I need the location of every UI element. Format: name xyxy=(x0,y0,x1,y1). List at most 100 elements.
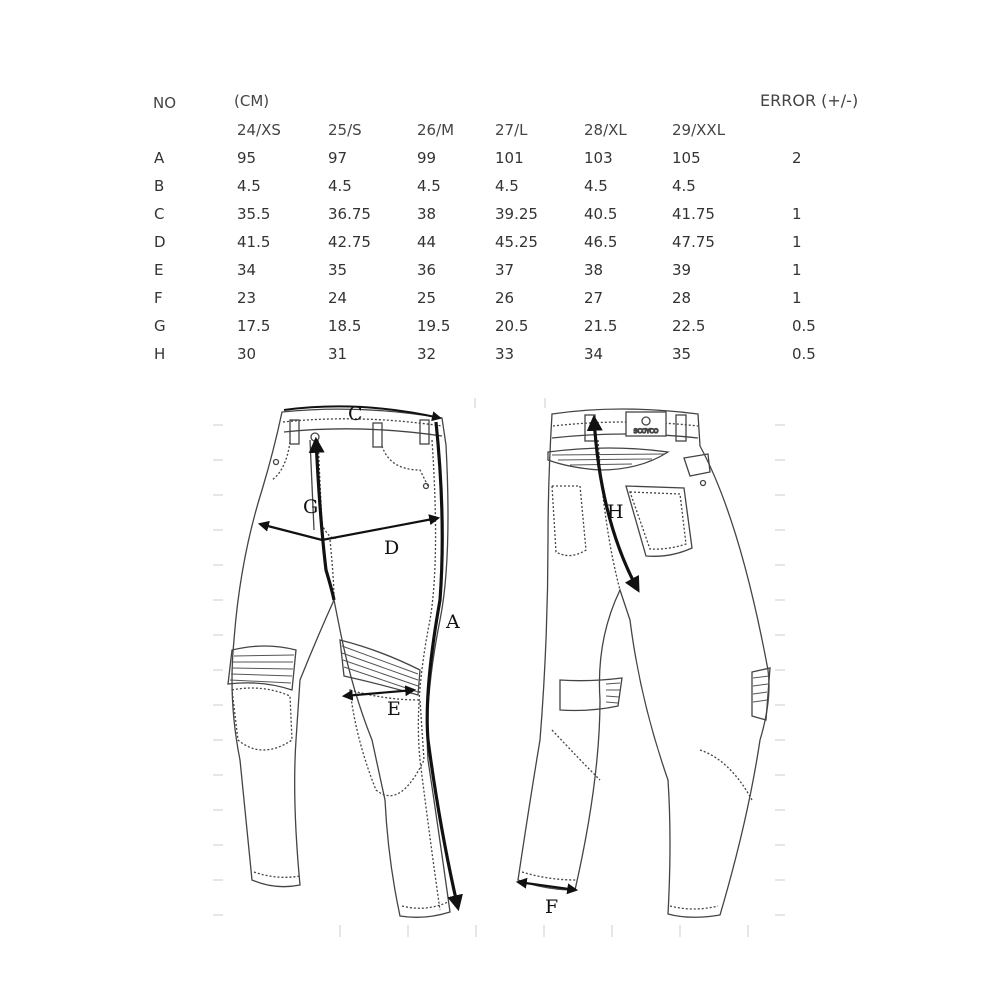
error-cell: 1 xyxy=(792,289,802,307)
table-cell: 28 xyxy=(672,289,692,307)
table-cell: 26 xyxy=(495,289,515,307)
table-cell: 19.5 xyxy=(417,317,451,335)
error-cell: 0.5 xyxy=(792,345,816,363)
table-cell: 32 xyxy=(417,345,437,363)
brand-logo-icon xyxy=(641,416,651,426)
row-label: B xyxy=(154,177,165,195)
table-cell: 25 xyxy=(417,289,437,307)
arrow-f-hem xyxy=(515,877,579,895)
arrow-h-back-rise xyxy=(586,414,640,593)
table-cell: 36 xyxy=(417,261,437,279)
front-button xyxy=(310,432,320,442)
front-belt-loop-2 xyxy=(372,422,383,448)
error-cell: 0.5 xyxy=(792,317,816,335)
label-g: G xyxy=(303,496,318,518)
table-cell: 41.75 xyxy=(672,205,715,223)
table-cell: 35 xyxy=(672,345,692,363)
row-label: G xyxy=(154,317,166,335)
header-unit: (CM) xyxy=(234,92,270,110)
row-label: D xyxy=(154,233,166,251)
row-label: A xyxy=(154,149,165,167)
logo-text: SCOYCO xyxy=(634,428,659,435)
table-cell: 24 xyxy=(328,289,348,307)
table-cell: 44 xyxy=(417,233,437,251)
knee-stretch-right xyxy=(339,639,421,696)
table-cell: 99 xyxy=(417,149,437,167)
table-cell: 39 xyxy=(672,261,692,279)
table-cell: 35 xyxy=(328,261,348,279)
table-cell: 34 xyxy=(237,261,257,279)
size-header: 29/XXL xyxy=(672,121,726,139)
table-cell: 4.5 xyxy=(495,177,519,195)
label-h: H xyxy=(607,501,624,523)
table-cell: 34 xyxy=(584,345,604,363)
table-cell: 4.5 xyxy=(328,177,352,195)
table-cell: 45.25 xyxy=(495,233,538,251)
front-belt-loop-1 xyxy=(289,419,300,445)
table-cell: 103 xyxy=(584,149,613,167)
table-cell: 42.75 xyxy=(328,233,371,251)
error-cell: 1 xyxy=(792,261,802,279)
table-cell: 22.5 xyxy=(672,317,706,335)
ruler-ticks xyxy=(213,398,785,937)
table-cell: 31 xyxy=(328,345,348,363)
label-d: D xyxy=(384,537,399,559)
table-cell: 46.5 xyxy=(584,233,618,251)
pants-measurement-diagram: SCOYCO C xyxy=(213,398,785,937)
size-header: 27/L xyxy=(495,121,528,139)
arrow-a-outseam xyxy=(425,421,463,912)
size-header: 25/S xyxy=(328,121,362,139)
row-label: F xyxy=(154,289,163,307)
back-calf-panel-right xyxy=(699,749,753,801)
back-calf-panel-left xyxy=(551,729,601,781)
table-cell: 41.5 xyxy=(237,233,271,251)
error-cell: 2 xyxy=(792,149,802,167)
table-cell: 30 xyxy=(237,345,257,363)
back-hem-left xyxy=(521,871,577,881)
front-belt-loop-3 xyxy=(419,419,430,445)
back-pocket-right xyxy=(625,485,693,557)
arrow-d-hip xyxy=(257,514,441,542)
table-cell: 105 xyxy=(672,149,701,167)
knee-stretch-left xyxy=(227,645,297,691)
error-cell: 1 xyxy=(792,233,802,251)
table-cell: 4.5 xyxy=(417,177,441,195)
size-header: 26/M xyxy=(417,121,455,139)
back-outline xyxy=(517,408,770,918)
row-label: H xyxy=(154,345,166,363)
label-e: E xyxy=(387,698,401,720)
front-pocket-right xyxy=(381,445,429,487)
table-cell: 40.5 xyxy=(584,205,618,223)
table-cell: 97 xyxy=(328,149,348,167)
header-error: ERROR (+/-) xyxy=(760,91,859,110)
label-a: A xyxy=(445,611,460,633)
arrow-g-front-rise xyxy=(308,436,336,601)
table-cell: 18.5 xyxy=(328,317,362,335)
size-header: 24/XS xyxy=(237,121,281,139)
row-label: E xyxy=(154,261,164,279)
knee-pad-left xyxy=(231,687,293,751)
back-pocket-left xyxy=(551,485,587,557)
pants-front-view xyxy=(227,408,451,918)
label-f: F xyxy=(545,896,558,918)
row-label: C xyxy=(154,205,165,223)
table-cell: 20.5 xyxy=(495,317,529,335)
back-flap xyxy=(683,453,711,477)
table-cell: 39.25 xyxy=(495,205,538,223)
table-cell: 4.5 xyxy=(237,177,261,195)
table-cell: 33 xyxy=(495,345,515,363)
table-cell: 101 xyxy=(495,149,524,167)
waistband xyxy=(283,428,443,437)
table-cell: 4.5 xyxy=(584,177,608,195)
front-outline xyxy=(231,408,451,918)
size-header: 28/XL xyxy=(584,121,627,139)
back-belt-loop-2 xyxy=(675,414,687,442)
arrow-e-knee xyxy=(341,685,417,701)
table-cell: 37 xyxy=(495,261,515,279)
back-knee-stretch-right xyxy=(751,667,771,721)
header-no: NO xyxy=(153,94,177,112)
back-hem-right xyxy=(669,905,719,910)
table-cell: 95 xyxy=(237,149,257,167)
table-cell: 47.75 xyxy=(672,233,715,251)
error-cell: 1 xyxy=(792,205,802,223)
